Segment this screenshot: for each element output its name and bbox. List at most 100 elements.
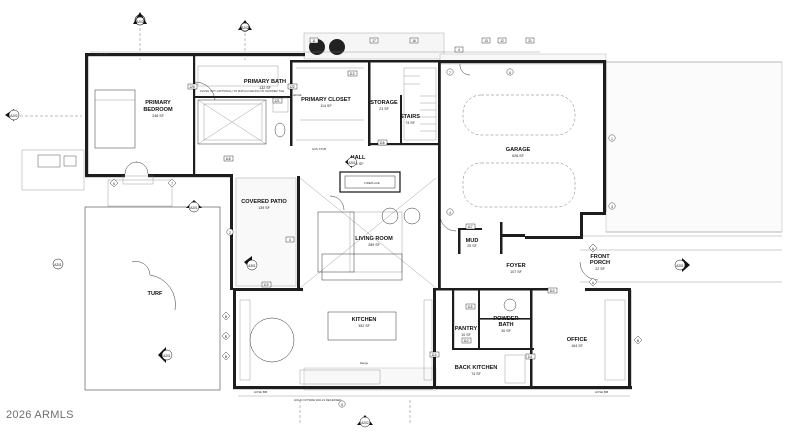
car-outline-1 <box>462 94 576 136</box>
keynote-n25: B <box>221 331 231 341</box>
keynote-n33: 4 <box>446 208 454 216</box>
svg-text:16: 16 <box>412 39 416 43</box>
room-name-primary-bedroom-1: PRIMARY <box>145 100 171 106</box>
room-name-stairs: STAIRS <box>400 114 420 120</box>
keynote-n32: 3 <box>608 202 616 210</box>
svg-text:A202: A202 <box>361 421 369 425</box>
keynote-n23: 114 <box>429 351 440 358</box>
keynote-n7: 4 <box>454 46 464 53</box>
fireplace <box>339 171 401 193</box>
keynote-n26: B <box>221 351 231 361</box>
svg-text:A202: A202 <box>10 114 18 118</box>
car-outline-2 <box>462 162 576 208</box>
svg-text:113: 113 <box>349 72 354 76</box>
svg-text:4: 4 <box>289 238 291 242</box>
toilet <box>274 122 286 138</box>
svg-text:21: 21 <box>528 39 532 43</box>
svg-text:B: B <box>225 355 227 359</box>
room-sf-living-room: 289 SF <box>368 243 380 247</box>
note-gas-stub: GAS STUB <box>312 147 326 151</box>
keynote-n10: 122 <box>287 83 298 90</box>
room-name-front-porch-2: PORCH <box>590 260 610 266</box>
svg-text:A: A <box>592 281 595 285</box>
keynote-n1: 11 <box>309 37 319 44</box>
section-tag-a2: A202 <box>238 20 252 32</box>
keynote-n20: 110 <box>547 287 558 294</box>
room-name-primary-closet: PRIMARY CLOSET <box>301 97 351 103</box>
keynote-n22: 119 <box>261 281 272 288</box>
keynote-n11: 118 <box>223 155 234 162</box>
svg-text:12: 12 <box>500 39 504 43</box>
svg-text:3: 3 <box>611 205 613 209</box>
keynote-n12: 113 <box>347 70 358 77</box>
room-name-back-kitchen: BACK KITCHEN <box>455 365 498 371</box>
turf-arc <box>149 274 176 311</box>
room-labels: PRIMARY BEDROOM 246 SF PRIMARY BATH 132 … <box>143 79 610 376</box>
room-name-foyer: FOYER <box>506 263 525 269</box>
svg-text:4: 4 <box>458 48 460 52</box>
keynote-n35: 6 <box>506 68 514 76</box>
room-sf-primary-closet: 114 SF <box>320 104 332 108</box>
vanity <box>197 65 279 87</box>
svg-text:119: 119 <box>263 283 268 287</box>
keynote-n31: 2 <box>226 228 234 236</box>
svg-text:6: 6 <box>113 182 115 186</box>
keynote-n29: A <box>588 277 598 287</box>
keynote-n21: 112 <box>461 337 472 344</box>
sofa <box>317 211 355 273</box>
svg-text:112: 112 <box>463 339 468 343</box>
stair-treads <box>403 67 437 141</box>
exterior-walls <box>85 53 632 390</box>
keynote-n34: 5 <box>338 400 346 408</box>
note-base: HOLD OUTSIDE WALLS RECESSED <box>294 398 341 402</box>
room-sf-pantry: 10 SF <box>461 333 471 337</box>
section-tag-a8: A301 <box>244 256 258 271</box>
ac-unit-2 <box>329 39 345 55</box>
keynote-n15: 7 <box>167 178 177 188</box>
room-name-covered-patio: COVERED PATIO <box>241 199 287 205</box>
room-sf-foyer: 107 SF <box>510 270 522 274</box>
svg-text:2: 2 <box>229 231 231 235</box>
site-context <box>21 32 783 391</box>
room-name-powder-bath-2: BATH <box>498 322 513 328</box>
keynote-n13: 116 <box>377 139 388 146</box>
room-sf-front-porch: 22 SF <box>595 267 605 271</box>
note-bath: FLUSH OUT (OPTIONAL) TO MATCH CEILING OF… <box>200 89 284 93</box>
svg-text:17: 17 <box>372 39 376 43</box>
patio-slab <box>235 177 297 287</box>
room-name-primary-bath: PRIMARY BATH <box>244 79 286 85</box>
svg-text:5: 5 <box>341 403 343 407</box>
svg-text:116: 116 <box>379 141 384 145</box>
keynote-n28: A <box>588 243 598 253</box>
note-fireplace: FIREPLACE <box>364 181 380 185</box>
keynote-n16: 4 <box>285 236 295 243</box>
svg-text:A202: A202 <box>136 20 144 24</box>
notes: FIREPLACE LEDGE GAS STUB HOSE BIB HOSE B… <box>95 52 608 402</box>
pool-equipment-area <box>21 149 85 191</box>
keynote-n19: 111 <box>525 353 536 360</box>
room-name-powder-bath-1: POWDER <box>493 316 518 322</box>
room-name-front-porch-1: FRONT <box>590 254 610 260</box>
section-tag-a7: A201 <box>674 258 690 272</box>
section-tag-a4: A201 <box>186 200 202 213</box>
keynote-n2: 17 <box>369 37 379 44</box>
keynote-n24: B <box>221 311 231 321</box>
keynotes: 11 17 16 13 12 21 4 126 121 122 118 113 … <box>109 37 643 408</box>
keynote-n17: 117 <box>465 223 476 230</box>
section-tag-a5: A201 <box>52 258 64 270</box>
turf-area <box>84 206 221 391</box>
svg-text:7: 7 <box>171 182 173 186</box>
room-sf-primary-bath: 132 SF <box>259 86 271 90</box>
svg-text:7: 7 <box>449 71 451 75</box>
keynote-n14: 6 <box>109 178 119 188</box>
keynote-n9: 121 <box>272 97 283 104</box>
room-sf-kitchen: 352 SF <box>358 324 370 328</box>
fixtures <box>94 63 626 385</box>
keynote-n8: 126 <box>187 83 198 90</box>
section-tags: A202 A202 A202 A201 A201 A201 <box>5 12 690 428</box>
keynote-n4: 13 <box>481 37 491 44</box>
section-tag-a1: A202 <box>133 12 147 26</box>
svg-text:11: 11 <box>312 39 316 43</box>
room-name-kitchen: KITCHEN <box>352 317 377 323</box>
